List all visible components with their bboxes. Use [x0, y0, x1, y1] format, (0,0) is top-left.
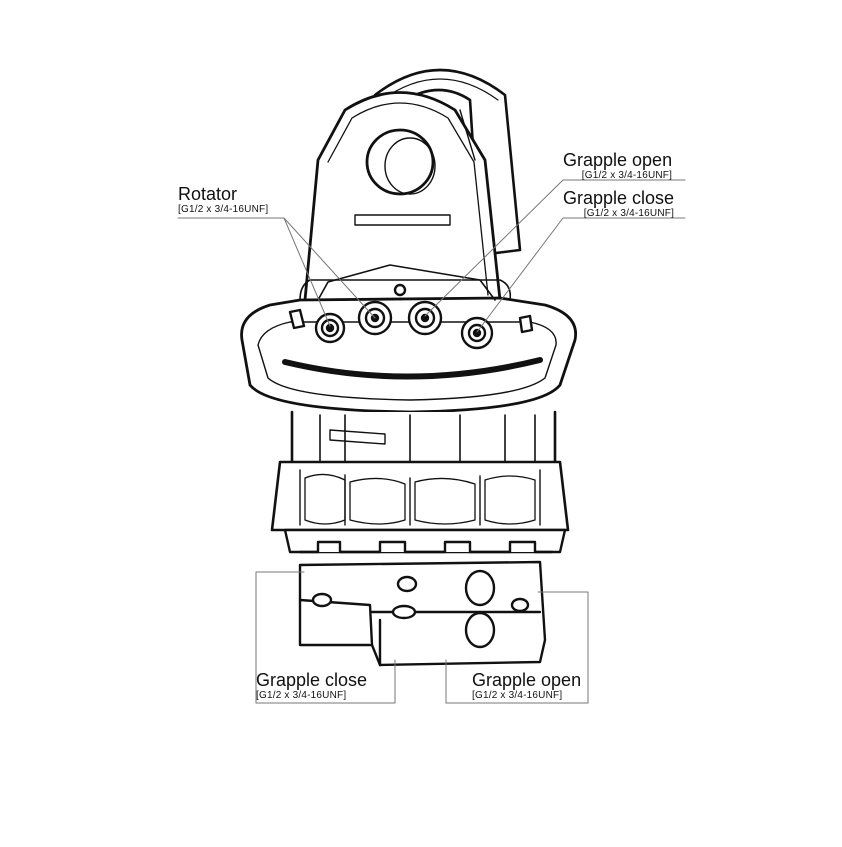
grapple-open-top-callout: Grapple open [G1/2 x 3/4-16UNF]	[563, 150, 672, 182]
rotator-spec: [G1/2 x 3/4-16UNF]	[178, 204, 269, 215]
grapple-close-bottom-title: Grapple close	[256, 670, 368, 690]
collar-ports	[288, 283, 534, 350]
grapple-open-top-spec: [G1/2 x 3/4-16UNF]	[581, 170, 673, 181]
grapple-open-bottom-spec: [G1/2 x 3/4-16UNF]	[472, 690, 563, 701]
housing	[270, 410, 570, 532]
grapple-open-bottom-callout: Grapple open [G1/2 x 3/4-16UNF]	[472, 670, 581, 702]
leader-lines	[177, 179, 686, 704]
grapple-close-top-spec: [G1/2 x 3/4-16UNF]	[583, 208, 675, 219]
rotator-callout: Rotator [G1/2 x 3/4-16UNF]	[178, 184, 268, 216]
crenel-ring	[283, 528, 567, 554]
grapple-open-bottom-title: Grapple open	[472, 670, 582, 690]
grapple-close-top-callout: Grapple close [G1/2 x 3/4-16UNF]	[563, 188, 674, 220]
swivel-block	[298, 560, 547, 667]
grapple-close-bottom-spec: [G1/2 x 3/4-16UNF]	[256, 690, 347, 701]
front-lug	[303, 91, 502, 302]
grapple-close-top-title: Grapple close	[563, 188, 675, 208]
grapple-close-bottom-callout: Grapple close [G1/2 x 3/4-16UNF]	[256, 670, 367, 702]
rotator-title: Rotator	[178, 184, 238, 204]
grapple-open-top-title: Grapple open	[563, 150, 673, 170]
